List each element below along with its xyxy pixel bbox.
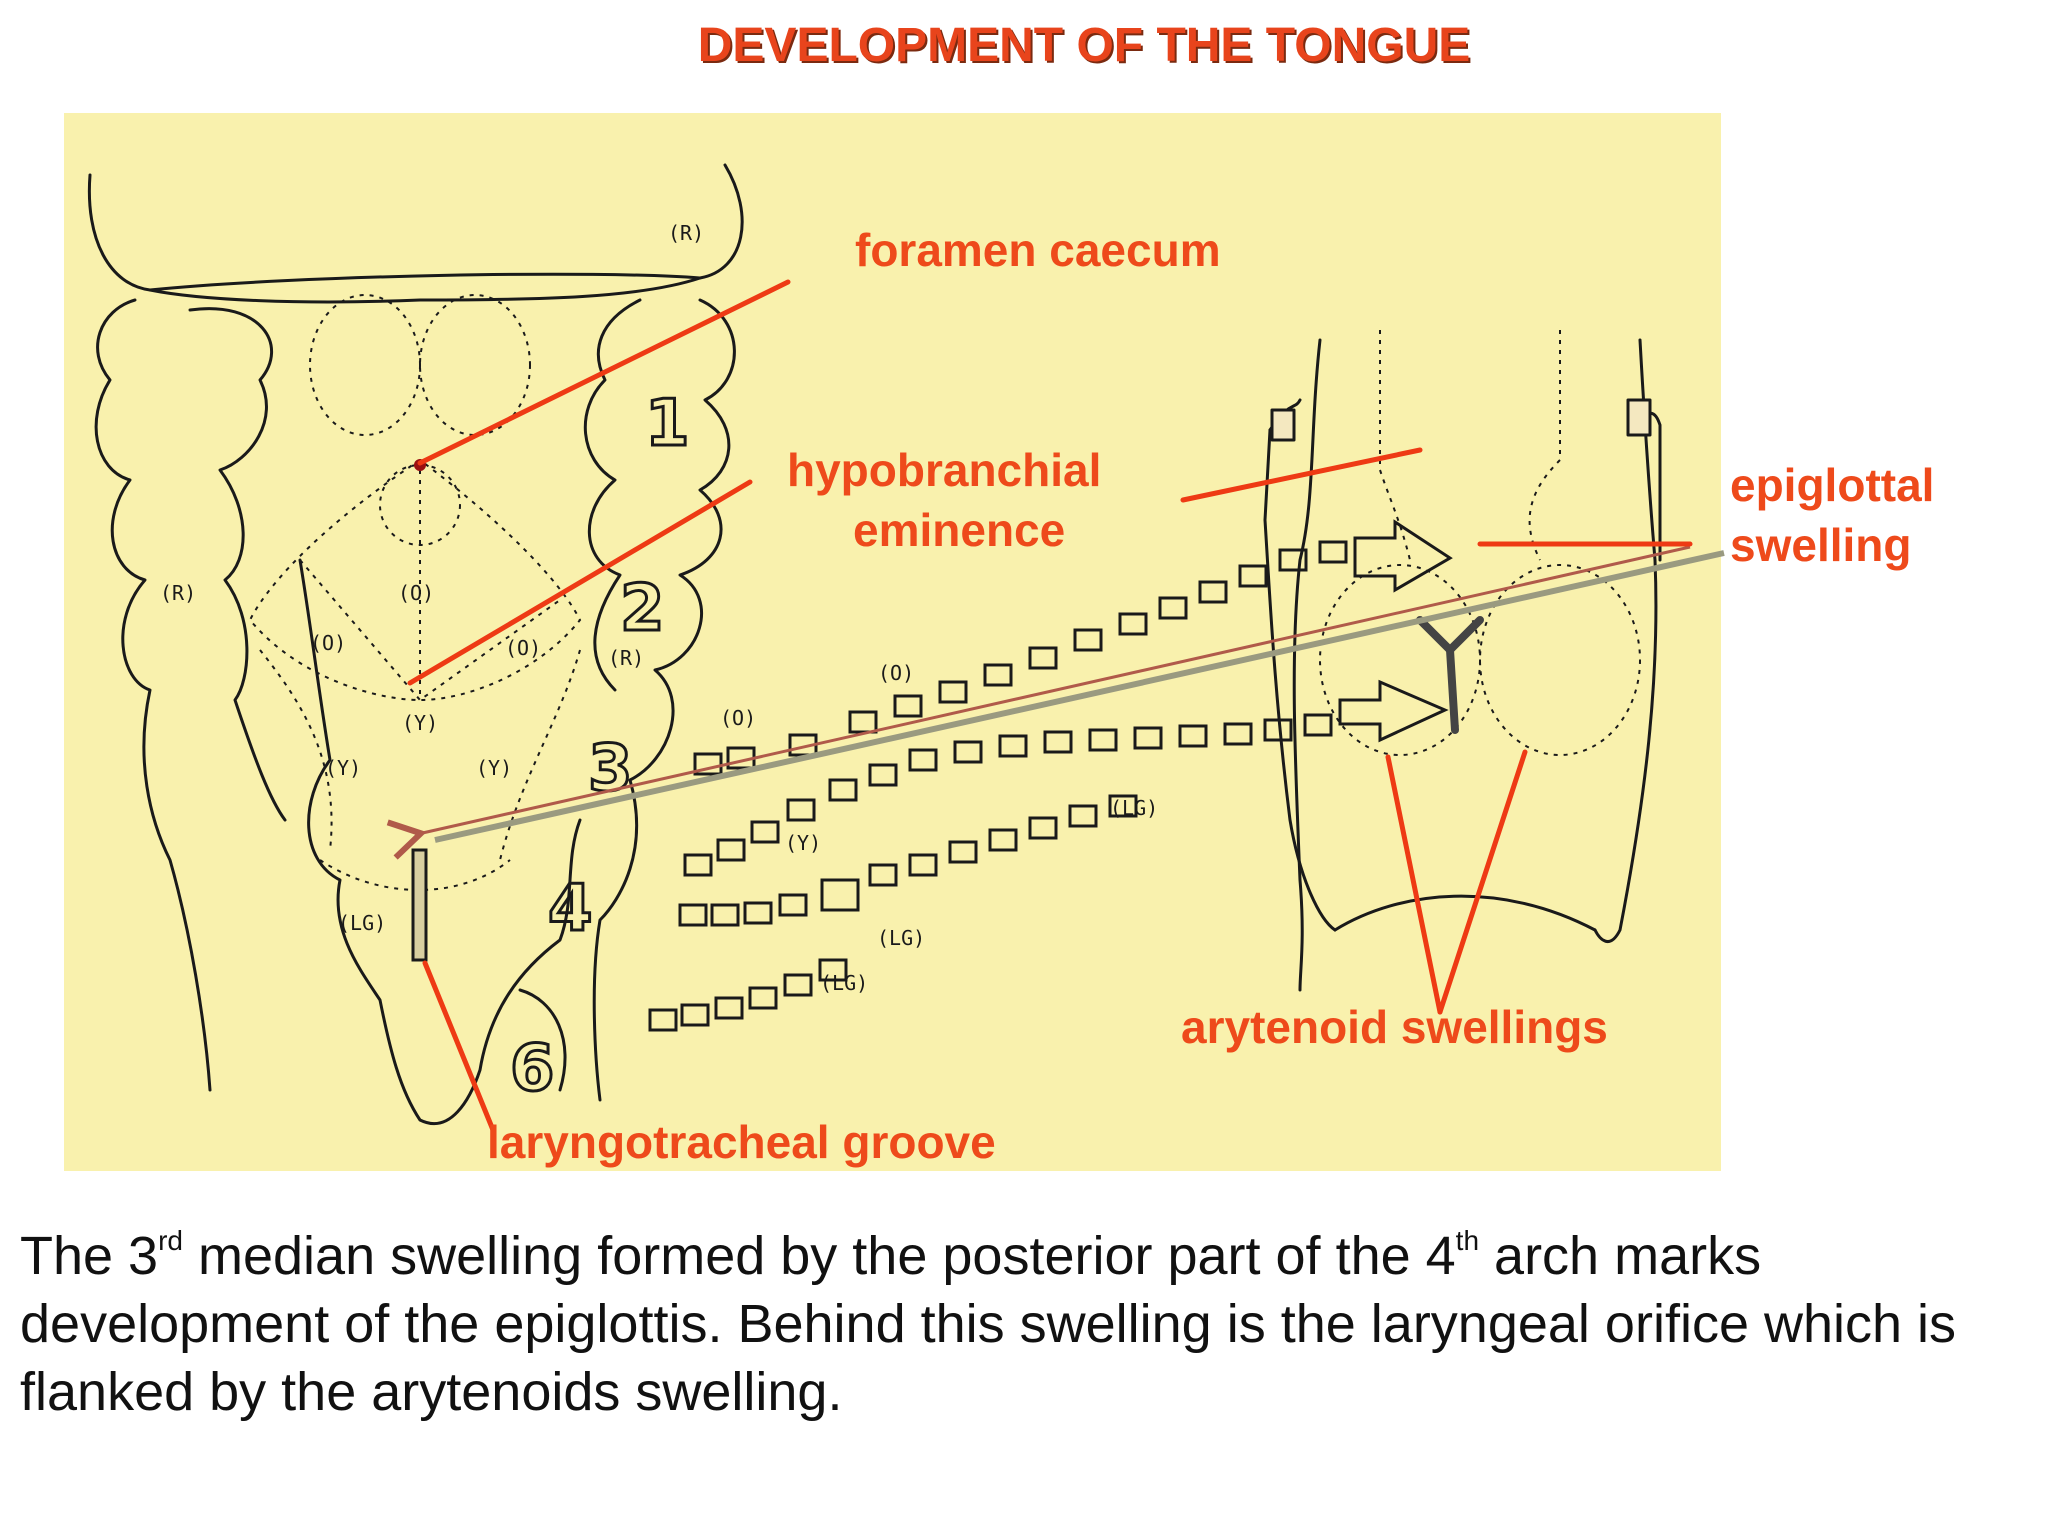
handwritten-marks: (R) (R) (R) (O) (O) (O) (O) (O) (Y) (Y) … xyxy=(160,221,1158,995)
migration-track-middle xyxy=(683,679,1449,877)
arch-number-6: 6 xyxy=(510,1032,555,1106)
caption-part-2: median swelling formed by the posterior … xyxy=(183,1226,1456,1286)
label-foramen-caecum: foramen caecum xyxy=(855,224,1221,276)
y-shaped-mark xyxy=(1416,616,1484,734)
arrow-shadow-line xyxy=(434,550,1725,843)
label-pointers xyxy=(407,279,1693,1133)
handwritten-r: (R) xyxy=(608,646,644,670)
handwritten-o: (O) xyxy=(310,631,346,655)
label-epiglottal-line1: epiglottal xyxy=(1730,458,1945,514)
handwritten-o: (O) xyxy=(398,581,434,605)
swelling-outlines xyxy=(248,294,582,891)
caption-part-1: The 3 xyxy=(20,1226,159,1286)
label-hypobranchial-line2: eminence xyxy=(853,504,1066,556)
pointer-arytenoid-right xyxy=(1437,749,1528,1015)
handwritten-r: (R) xyxy=(160,581,196,605)
handwritten-o: (O) xyxy=(878,661,914,685)
pointer-arytenoid-left xyxy=(1385,754,1443,1015)
pointer-hypobranchial xyxy=(407,479,753,686)
caption-sup-th: th xyxy=(1455,1225,1480,1256)
label-laryngotracheal-groove: laryngotracheal groove xyxy=(487,1116,996,1168)
arch-numbers: 1 2 3 4 6 xyxy=(509,386,692,1108)
arch-number-2: 2 xyxy=(620,572,665,646)
handwritten-r: (R) xyxy=(668,221,704,245)
migration-track-lower xyxy=(678,794,1138,927)
migration-track-bottom xyxy=(648,958,848,1032)
migration-track-upper xyxy=(693,519,1453,776)
label-epiglottal-line2: swelling xyxy=(1730,518,1952,574)
handwritten-o: (O) xyxy=(720,706,756,730)
handwritten-o: (O) xyxy=(505,636,541,660)
handwritten-y: (Y) xyxy=(325,756,361,780)
handwritten-lg: (LG) xyxy=(820,971,868,995)
label-hypobranchial-line1: hypobranchial xyxy=(787,444,1102,496)
arch-number-4: 4 xyxy=(548,872,593,946)
groove-hatch xyxy=(411,848,428,962)
arch-number-1: 1 xyxy=(645,387,690,461)
label-arytenoid-swellings: arytenoid swellings xyxy=(1181,1001,1608,1053)
pointer-foramen-caecum xyxy=(417,279,791,466)
handwritten-y: (Y) xyxy=(476,756,512,780)
caption-paragraph: The 3rd median swelling formed by the po… xyxy=(20,1222,2020,1426)
pointer-hypobranchial-larynx xyxy=(1180,447,1423,503)
handwritten-lg: (LG) xyxy=(338,911,386,935)
caption-sup-rd: rd xyxy=(158,1225,183,1256)
handwritten-lg: (LG) xyxy=(877,926,925,950)
caption-part-3: arch marks development of the epiglottis… xyxy=(20,1226,1957,1422)
page-title: DEVELOPMENT OF THE TONGUE xyxy=(697,19,1471,72)
larynx-outline xyxy=(1263,338,1662,992)
handwritten-y: (Y) xyxy=(402,711,438,735)
pharynx-floor-outline xyxy=(87,163,744,1126)
handwritten-lg: (LG) xyxy=(1110,796,1158,820)
pointer-laryngotracheal xyxy=(422,960,496,1133)
handwritten-y: (Y) xyxy=(785,831,821,855)
migration-arrow xyxy=(386,545,1691,860)
larynx-inner-dotted xyxy=(1319,330,1641,756)
